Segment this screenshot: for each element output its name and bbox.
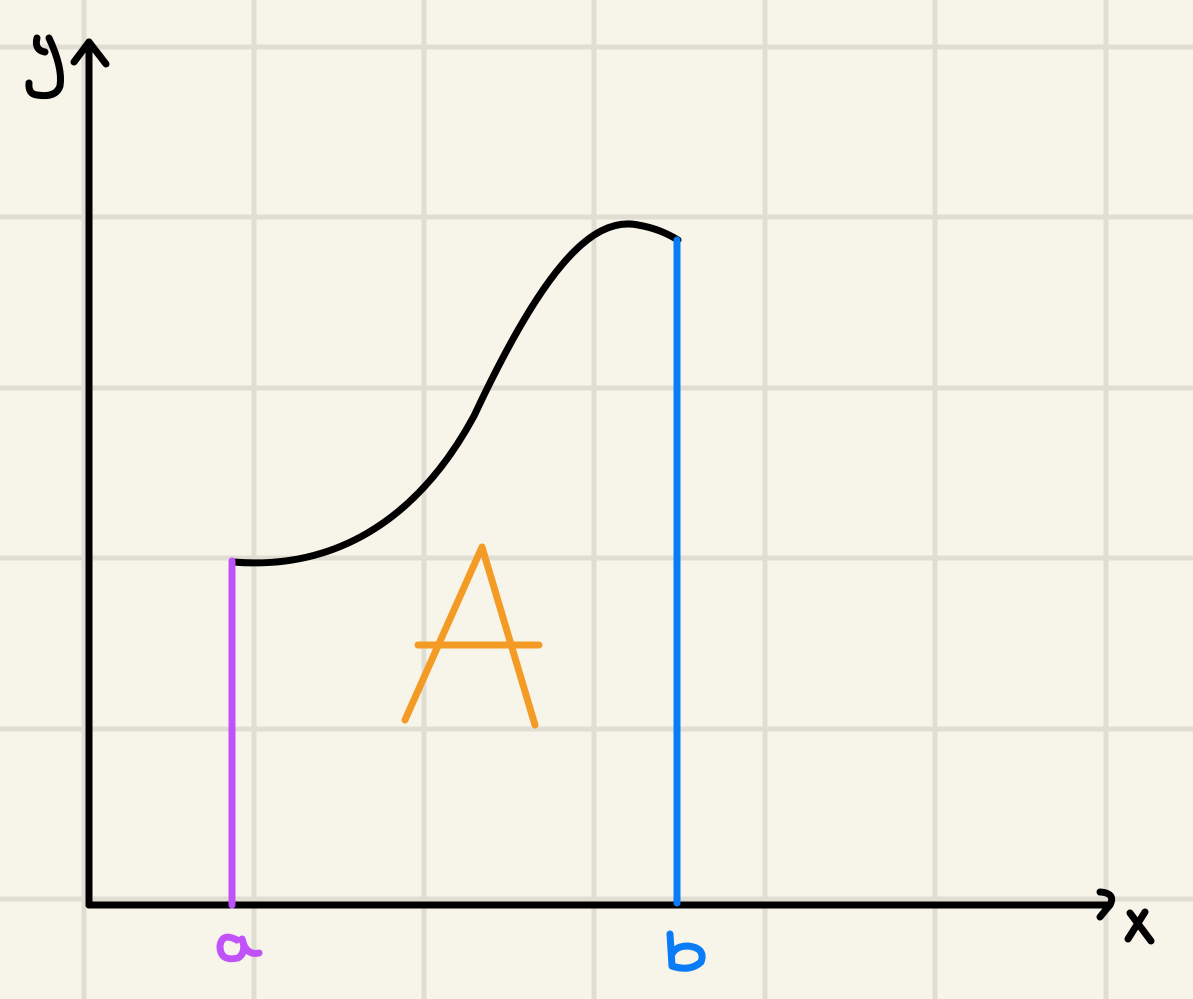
x-axis-arrowhead bbox=[1096, 888, 1116, 921]
y-axis-label-glyph bbox=[25, 34, 64, 100]
bound-a-label-glyph bbox=[216, 933, 263, 963]
function-curve bbox=[229, 220, 682, 567]
x-axis-label-glyph bbox=[1124, 908, 1155, 945]
area-label-glyph bbox=[401, 543, 543, 729]
axes bbox=[70, 38, 1116, 921]
y-axis-arrowhead bbox=[70, 38, 110, 68]
bound-b-label-glyph bbox=[666, 930, 706, 972]
